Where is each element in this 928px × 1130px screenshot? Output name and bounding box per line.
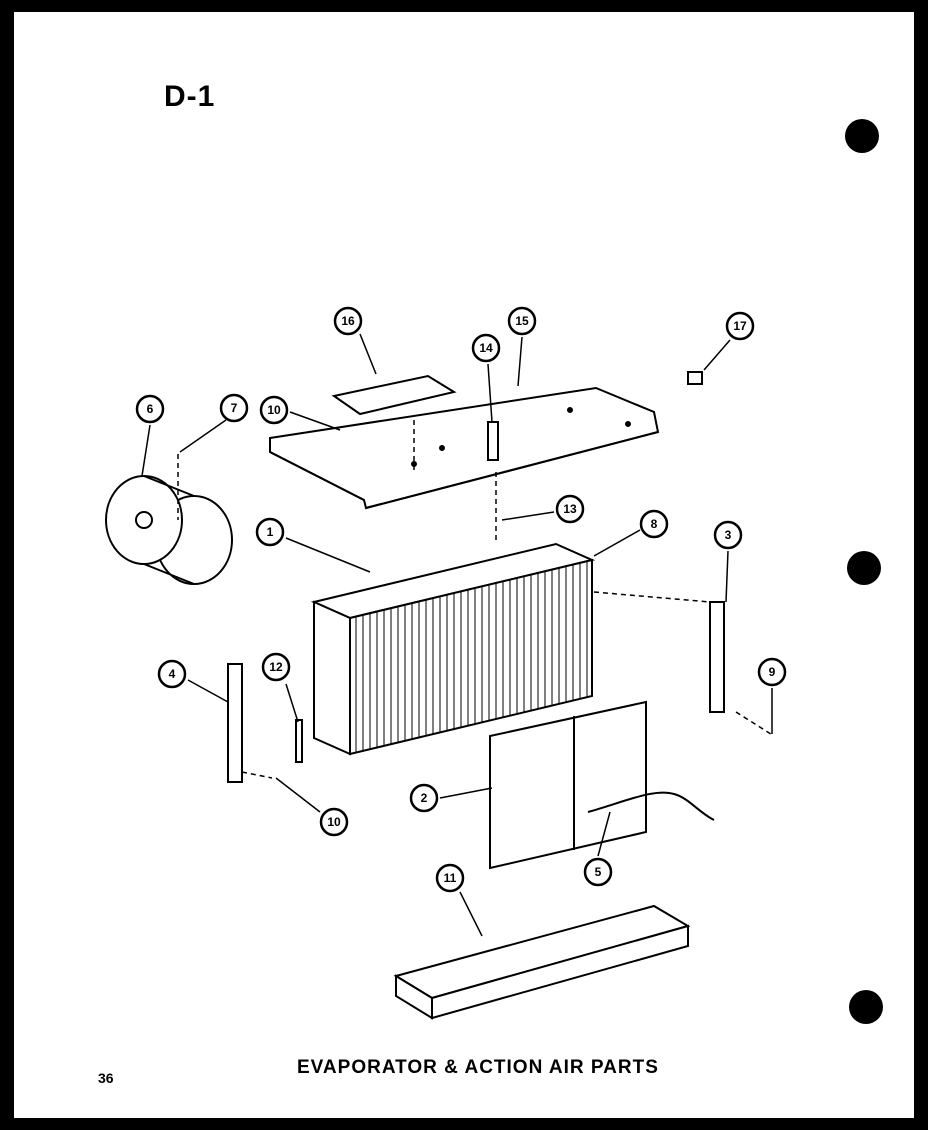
binder-hole-top bbox=[845, 119, 879, 153]
callout-number: 2 bbox=[421, 791, 428, 805]
diagram-caption: EVAPORATOR & ACTION AIR PARTS bbox=[297, 1057, 659, 1078]
binder-hole-bottom bbox=[849, 990, 883, 1024]
part-callout-11: 11 bbox=[435, 863, 465, 893]
callout-number: 5 bbox=[595, 865, 602, 879]
power-cord bbox=[587, 791, 715, 821]
callout-number: 3 bbox=[725, 528, 732, 542]
part-callout-7: 7 bbox=[219, 393, 249, 423]
callout-number: 1 bbox=[267, 525, 274, 539]
part-callout-12: 12 bbox=[261, 652, 291, 682]
callout-number: 15 bbox=[515, 314, 529, 328]
callout-number: 14 bbox=[479, 341, 493, 355]
clip-part bbox=[687, 371, 703, 385]
part-callout-13: 13 bbox=[555, 494, 585, 524]
part-callout-10-bottom: 10 bbox=[319, 807, 349, 837]
manual-page: D-1 bbox=[14, 12, 914, 1118]
leader-lines bbox=[141, 333, 773, 937]
base-pan bbox=[393, 904, 691, 1020]
part-callout-8: 8 bbox=[639, 509, 669, 539]
page-number: 36 bbox=[98, 1070, 114, 1086]
part-callout-1: 1 bbox=[255, 517, 285, 547]
insulation-panel bbox=[331, 374, 457, 416]
part-callout-3: 3 bbox=[713, 520, 743, 550]
coil-fins bbox=[355, 561, 588, 753]
alignment-dashes bbox=[177, 420, 775, 779]
callout-number: 8 bbox=[651, 517, 658, 531]
callout-number: 9 bbox=[769, 665, 776, 679]
part-callout-17: 17 bbox=[725, 311, 755, 341]
spring-part bbox=[295, 719, 303, 763]
blower-wheel bbox=[105, 475, 233, 585]
callout-number: 10 bbox=[267, 403, 281, 417]
callout-number: 7 bbox=[231, 401, 238, 415]
evaporator-cover-plate bbox=[269, 386, 660, 510]
part-callout-16: 16 bbox=[333, 306, 363, 336]
part-callout-15: 15 bbox=[507, 306, 537, 336]
callout-number: 13 bbox=[563, 502, 577, 516]
part-callout-4: 4 bbox=[157, 659, 187, 689]
callout-number: 4 bbox=[169, 667, 176, 681]
callout-number: 12 bbox=[269, 660, 283, 674]
side-bracket-left bbox=[227, 663, 243, 783]
part-callout-10-top: 10 bbox=[259, 395, 289, 425]
side-bracket-right bbox=[709, 601, 725, 713]
binder-hole-middle bbox=[847, 551, 881, 585]
air-filter bbox=[489, 700, 647, 870]
callout-number: 6 bbox=[147, 402, 154, 416]
mounting-bracket bbox=[487, 421, 499, 461]
callout-number: 16 bbox=[341, 314, 355, 328]
part-callout-14: 14 bbox=[471, 333, 501, 363]
callout-number: 11 bbox=[444, 871, 457, 885]
section-title: D-1 bbox=[164, 80, 216, 113]
part-callout-6: 6 bbox=[135, 394, 165, 424]
part-callout-9: 9 bbox=[757, 657, 787, 687]
callout-number: 17 bbox=[733, 319, 747, 333]
part-callout-2: 2 bbox=[409, 783, 439, 813]
part-callout-5: 5 bbox=[583, 857, 613, 887]
callout-number: 10 bbox=[327, 815, 341, 829]
